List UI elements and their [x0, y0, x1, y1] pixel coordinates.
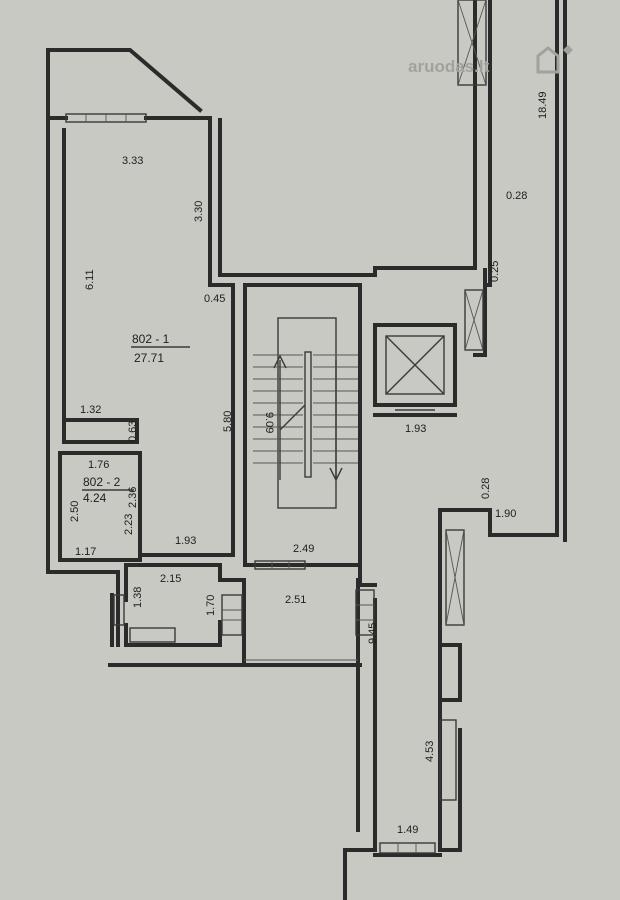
- dim-label: 18.49: [537, 91, 549, 119]
- arrow-up-icon: [273, 354, 287, 369]
- shaft-south: [445, 529, 465, 626]
- watermark-text: aruodas.lt: [408, 57, 490, 76]
- room-802-1-number: 802 - 1: [132, 332, 170, 346]
- house-logo-icon: [536, 45, 573, 74]
- dim-label: 6.11: [84, 269, 96, 290]
- dim-label: 1.90: [495, 508, 516, 520]
- dim-label: 2.50: [69, 501, 81, 522]
- stair-break-line: [279, 404, 306, 431]
- dim-label: 5.80: [222, 411, 234, 432]
- room-802-1-area: 27.71: [134, 351, 164, 365]
- dim-label: 1.93: [405, 423, 426, 435]
- dim-label: 0.28: [480, 478, 492, 499]
- apartment-walls: [46, 48, 246, 647]
- dim-label: 2.49: [293, 543, 314, 555]
- dim-label: 9.09: [263, 412, 275, 433]
- dim-label: 2.15: [160, 573, 181, 585]
- dim-label: 2.51: [285, 594, 306, 606]
- dim-label: 1.93: [175, 535, 196, 547]
- dim-label: 0.63: [127, 421, 139, 442]
- dim-label: 1.17: [75, 546, 96, 558]
- dim-label: 0.28: [506, 190, 527, 202]
- dim-label: 3.30: [193, 201, 205, 222]
- dim-label: 3.33: [122, 155, 143, 167]
- dim-label: 2.23: [123, 514, 135, 535]
- dim-label: 1.70: [205, 595, 217, 616]
- dim-label: 9.45: [367, 623, 379, 644]
- elevator-shaft: [373, 323, 457, 411]
- room-802-2-area: 4.24: [83, 491, 107, 505]
- dim-label: 2.36: [127, 487, 139, 508]
- dim-label: 4.53: [424, 741, 436, 762]
- dim-label: 0.45: [204, 293, 225, 305]
- corridor-walls: [108, 0, 567, 900]
- staircase: [253, 317, 358, 509]
- shaft-east: [464, 289, 484, 351]
- openings: [65, 113, 457, 854]
- arrow-down-icon: [329, 467, 343, 482]
- dim-label: 1.76: [88, 459, 109, 471]
- stair-handrail: [304, 351, 312, 478]
- dim-label: 1.49: [397, 824, 418, 836]
- stair-landing-frame: [277, 317, 337, 509]
- dim-label: 1.32: [80, 404, 101, 416]
- dim-label: 1.38: [132, 587, 144, 608]
- dim-label: 0.25: [489, 261, 501, 282]
- shaft-north: [457, 0, 487, 86]
- room-802-2-number: 802 - 2: [83, 475, 121, 489]
